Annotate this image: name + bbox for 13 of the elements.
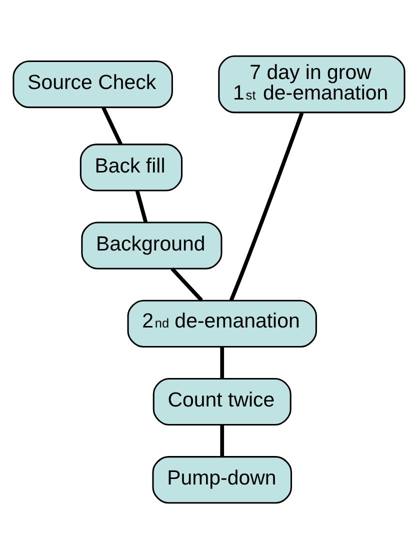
node-box: 7 day in grow 1st de-emanation [218,54,406,113]
connector [220,424,224,456]
connector [220,346,224,378]
connector [229,112,304,301]
node-box: 2nd de-emanation [127,299,317,347]
node-box: Pump-down [152,456,292,504]
node-box: Source Check [12,60,173,108]
node-box: Background [81,221,222,269]
connector [102,106,122,145]
node-box: Back fill [80,143,183,191]
node-box: Count twice [152,377,292,426]
connector [170,266,203,302]
connector [135,190,148,222]
